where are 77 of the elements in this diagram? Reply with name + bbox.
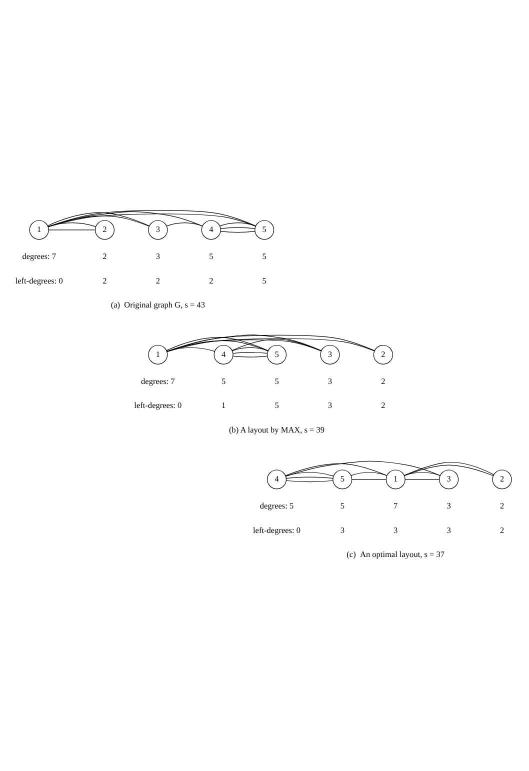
- connector: [47, 212, 150, 226]
- label: 3: [328, 376, 332, 386]
- node-circle: 1: [29, 220, 49, 240]
- connector: [350, 472, 388, 476]
- connector: [232, 352, 268, 354]
- label: 5: [262, 252, 266, 261]
- label: 1: [221, 400, 226, 410]
- label: 3: [446, 501, 451, 510]
- label: 5: [340, 501, 344, 510]
- label: 3: [340, 525, 344, 534]
- label: 7: [394, 501, 398, 510]
- label: 5: [274, 376, 279, 386]
- label: degrees: 5: [260, 501, 294, 510]
- label: 5: [274, 400, 279, 410]
- connector: [166, 334, 375, 352]
- node-circle: 5: [332, 469, 352, 489]
- connector: [286, 480, 334, 482]
- label: 2: [156, 276, 160, 285]
- node-circle: 3: [439, 469, 459, 489]
- node-circle: 4: [214, 344, 234, 364]
- label: 2: [500, 501, 504, 510]
- connector: [220, 230, 256, 232]
- node-circle: 2: [492, 469, 512, 489]
- node-circle: 2: [373, 344, 393, 364]
- connector: [285, 472, 334, 476]
- connector: [352, 478, 386, 480]
- connector: [404, 461, 494, 476]
- label: 3: [446, 525, 451, 534]
- label: 3: [394, 525, 398, 534]
- connector: [232, 346, 268, 351]
- connector: [48, 229, 96, 230]
- node-circle: 1: [386, 469, 406, 489]
- label: 5: [262, 276, 266, 285]
- connector: [220, 226, 256, 228]
- label: 2: [381, 376, 386, 386]
- connector: [404, 478, 440, 480]
- connector: [232, 355, 268, 357]
- connector: [166, 339, 322, 352]
- connector: [48, 213, 256, 227]
- label: 3: [156, 252, 160, 261]
- label: 2: [381, 400, 386, 410]
- node-circle: 4: [267, 469, 287, 489]
- node-circle: 2: [94, 220, 114, 240]
- label: left-degrees: 0: [253, 525, 301, 534]
- label: 3: [328, 400, 332, 410]
- connector: [285, 462, 388, 476]
- label: 2: [102, 252, 107, 261]
- connector: [48, 210, 203, 227]
- connector: [48, 210, 256, 226]
- connector: [166, 338, 375, 352]
- connector: [166, 334, 322, 352]
- connector: [286, 476, 334, 478]
- node-circle: 1: [148, 344, 168, 364]
- node-circle: 3: [320, 344, 340, 364]
- label: degrees: 7: [22, 252, 56, 261]
- node-circle: 3: [148, 220, 168, 240]
- connector: [166, 336, 268, 350]
- connector: [220, 222, 256, 226]
- connector: [285, 460, 440, 476]
- label: 5: [209, 252, 214, 261]
- label: (b) A layout by MAX, s = 39: [228, 424, 325, 434]
- label: 5: [221, 376, 226, 386]
- label: (c) An optimal layout, s = 37: [346, 550, 445, 559]
- node-circle: 4: [201, 220, 221, 240]
- label: 2: [500, 525, 504, 534]
- label: 2: [102, 276, 107, 285]
- label: (a) Original graph G, s = 43: [110, 300, 206, 310]
- node-circle: 5: [254, 220, 274, 240]
- label: degrees: 7: [141, 376, 175, 386]
- connector: [166, 222, 203, 226]
- connector: [404, 464, 494, 476]
- label: left-degrees: 0: [134, 400, 182, 410]
- node-circle: 5: [267, 344, 287, 364]
- label: 2: [209, 276, 214, 285]
- connector: [166, 340, 268, 352]
- connector: [232, 338, 322, 351]
- label: left-degrees: 0: [15, 276, 63, 285]
